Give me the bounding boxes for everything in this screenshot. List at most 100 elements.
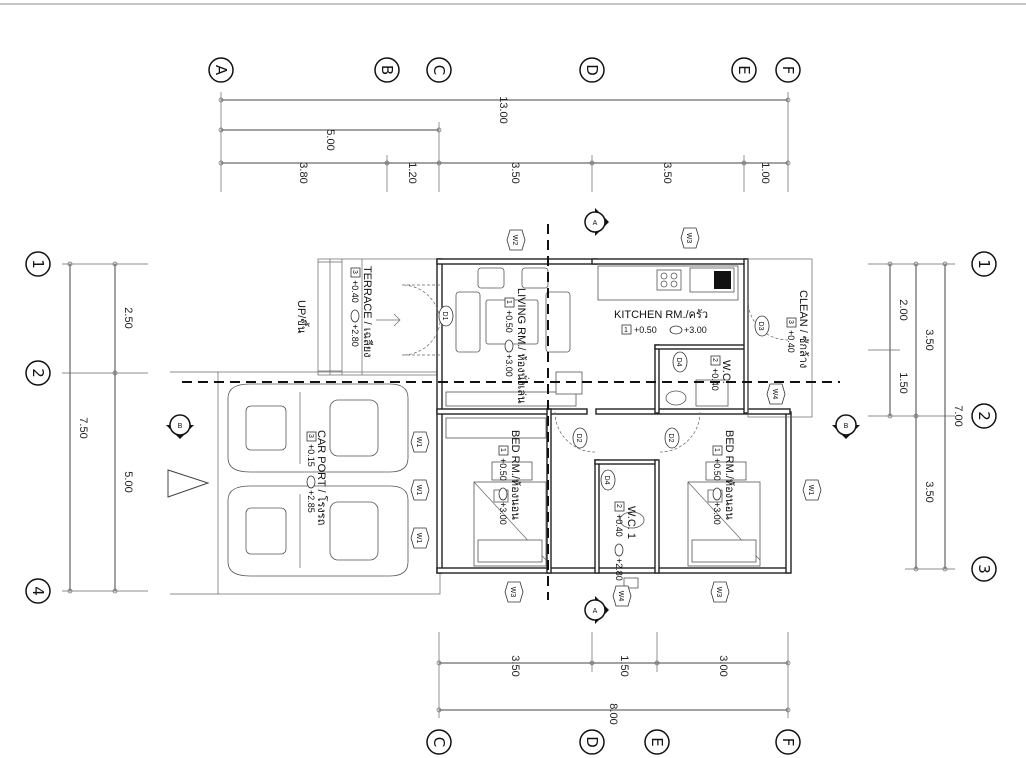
stair-up-label: UP/ขึ้น [295,300,310,334]
tag-d1: D1 [438,305,454,327]
kitchen-level: 1 +0.50 +3.00 [621,324,707,335]
svg-text:+2.80: +2.80 [614,558,624,581]
dim-overall-bottom: 8.00 [607,703,619,724]
tag-w3-bottom-right: W3 [710,581,730,603]
dim-overall-right: 7.00 [952,405,964,426]
grid-bubble-e-top: E [731,57,757,83]
dim-seg-top-3: 3.50 [509,162,521,183]
svg-text:3: 3 [307,434,314,438]
svg-text:A: A [593,220,598,227]
svg-text:+2.80: +2.80 [350,324,360,347]
grid-bubble-1-right: 1 [971,251,997,277]
svg-text:+0.50: +0.50 [634,325,657,335]
svg-text:+0.50: +0.50 [504,310,514,333]
dim-overall-left: 7.50 [77,417,89,438]
svg-text:D: D [583,736,601,748]
svg-text:+0.50: +0.50 [712,458,722,481]
svg-text:+0.50: +0.50 [498,458,508,481]
tag-d2-right: D2 [664,427,680,449]
svg-text:+0.40: +0.40 [350,280,360,303]
grid-bubble-d-bottom: D [579,729,605,755]
right-dimensions: 7.00 3.50 3.50 2.00 1.50 [868,261,964,572]
svg-text:W3: W3 [509,587,516,598]
dim-seg-left-1: 2.50 [122,307,134,328]
grid-bubble-3-right: 3 [971,556,997,582]
tag-w1-b: W1 [410,479,430,501]
car-2-icon [227,485,409,577]
tag-d2-left: D2 [572,427,588,449]
dim-seg-bottom-3: 3.00 [717,655,729,676]
svg-text:D4: D4 [675,358,682,367]
dim-detail-right-2: 1.50 [897,372,909,393]
svg-text:1: 1 [713,448,720,452]
top-dimensions: 13.00 5.00 3.80 1.20 3.50 3.50 1.00 [218,92,791,192]
grid-bubble-f-bottom: F [775,729,801,755]
tag-d4-upper: D4 [672,351,688,373]
bedroom-2-level: 1 +0.50 +3.00 [712,445,723,525]
svg-text:W1: W1 [415,485,422,496]
tv-cabinet-icon [445,371,583,439]
svg-text:+3.00: +3.00 [712,502,722,525]
svg-text:+3.00: +3.00 [498,502,508,525]
left-dimensions: 7.50 2.50 5.00 [62,261,148,594]
section-marker-a-top: A [584,208,609,236]
svg-text:4: 4 [29,586,47,596]
svg-text:W1: W1 [415,437,422,448]
svg-text:D4: D4 [603,476,610,485]
svg-text:C: C [430,737,448,747]
wc2-level: 2 +0.40 [710,355,721,391]
svg-text:D: D [583,64,601,76]
svg-text:2: 2 [711,358,718,362]
svg-text:+3.00: +3.00 [684,325,707,335]
bedroom-door-2-icon [659,411,701,453]
tag-w4-upper: W4 [766,383,786,405]
dim-group-right-1: 3.50 [923,329,935,350]
tag-w3-top: W3 [680,227,700,249]
carport: CAR PORT / โรงรถ 3 +0.15 +2.85 [167,371,441,595]
svg-text:2: 2 [975,411,993,421]
svg-text:1: 1 [975,259,993,269]
dim-seg-bottom-1: 3.50 [509,655,521,676]
bedroom-2-label: BED RM./ห้องนอน [723,430,735,520]
svg-text:1: 1 [29,259,47,269]
svg-text:2: 2 [615,504,622,508]
svg-text:W1: W1 [807,485,814,496]
svg-text:+2.85: +2.85 [306,490,316,513]
kitchen-counter-icon [597,265,739,301]
tag-w1-c: W1 [410,527,430,549]
svg-text:D1: D1 [441,312,448,321]
grid-bubble-4-left: 4 [25,578,51,604]
svg-text:+0.40: +0.40 [786,330,796,353]
svg-text:D2: D2 [667,434,674,443]
svg-text:W4: W4 [617,591,624,602]
section-marker-a-bottom: A [584,596,609,624]
section-cut-lines [182,224,840,600]
bedroom-1-label: BED RM./ห้องนอน [509,430,521,520]
terrace-door-icon [401,284,441,356]
svg-text:2: 2 [29,368,47,378]
dim-seg-top-2: 1.20 [406,162,418,183]
section-marker-b-left: B [166,414,194,439]
grid-bubble-1-left: 1 [25,251,51,277]
grid-bubble-c-bottom: C [426,729,452,755]
car-1-icon [227,383,409,473]
grid-bubble-d-top: D [579,57,605,83]
svg-text:W2: W2 [511,235,518,246]
bedroom-1-level: 1 +0.50 +3.00 [498,445,509,525]
tag-w2: W2 [506,229,526,251]
dim-seg-bottom-2: 1.50 [618,655,630,676]
sofa-icon [455,267,571,353]
bottom-dimensions: 3.50 1.50 3.00 8.00 [436,632,791,725]
svg-text:+0.40: +0.40 [614,514,624,537]
grid-bubble-e-bottom: E [644,729,670,755]
wc1-label: W.C. 1 [625,506,637,539]
tag-w4-lower: W4 [612,585,632,607]
svg-text:3: 3 [351,270,358,274]
svg-text:1: 1 [624,327,628,334]
svg-text:B: B [378,65,396,75]
grid-bubble-c-top: C [426,57,452,83]
section-marker-b-right: B [832,414,860,439]
svg-text:3: 3 [975,564,993,574]
terrace: TERRACE / เฉลียง 3 +0.40 +2.80 UP/ขึ้น [295,258,441,376]
slope-triangle-icon [167,469,210,498]
